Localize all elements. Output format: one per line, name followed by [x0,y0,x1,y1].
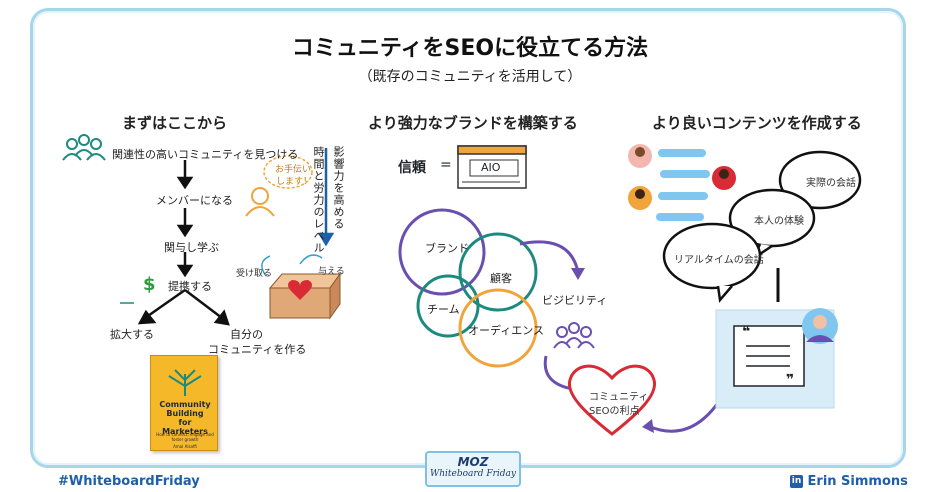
heart-text-1: コミュニティ [589,392,649,403]
circle-brand-label: ブランド [425,242,469,255]
chat-line-2 [660,170,710,178]
branch-own-line2: コミュニティを作る [208,343,307,356]
bubble-real-conversation [778,150,862,210]
chat-line-4 [656,213,704,221]
book-cover: Community Building for Marketers How to … [150,355,218,451]
speech-text-1: お手伝い [275,165,312,175]
content-to-heart-arrow [647,399,722,433]
badge-subtitle: Whiteboard Friday [430,469,516,479]
circle-audience-label: オーディエンス [468,324,545,337]
moz-logo: MOZ [457,455,489,469]
equals-sign: = [440,157,452,173]
step-engage-learn: 関与し学ぶ [164,241,219,254]
circle-team-label: チーム [427,303,460,316]
avatar-2 [712,166,736,190]
gift-box-icon [268,272,341,320]
page-title: コミュニティをSEOに役立てる方法 [291,36,649,61]
step-find-community: 関連性の高いコミュニティを見つける [112,148,299,161]
author-name: Erin Simmons [807,474,908,489]
community-people-icon [62,134,106,161]
heart-icon [567,364,657,436]
linkedin-icon: in [790,475,803,488]
help-speech-bubble [263,155,313,189]
aio-label: AIO [481,161,501,174]
moz-badge: MOZ Whiteboard Friday [425,451,521,487]
receive-arrow [261,255,271,277]
give-arrow [299,254,323,265]
circle-audience [458,288,538,368]
visibility-label: ビジビリティ [542,294,608,307]
chat-line-3 [658,192,708,200]
author-avatar [802,308,838,344]
heading-better-content: より良いコンテンツを作成する [652,114,862,132]
book-title: Community Building for Marketers [159,400,211,436]
flow-arrows [137,160,230,326]
chat-line-1 [658,149,706,157]
book-subtitle: How to connect, engage and foster growth [156,432,214,442]
circle-customer [458,232,538,312]
branch-own-line1: 自分の [230,328,263,341]
branch-expand: 拡大する [110,328,154,341]
bubble-label-experience: 本人の体験 [754,216,804,227]
page-subtitle: （既存のコミュニティを活用して） [358,69,582,85]
box-give-label: 与える [318,267,345,277]
heading-stronger-brand: より強力なブランドを構築する [368,114,578,132]
quote-open-icon: ❝ [742,324,751,340]
speech-text-2: します！ [276,177,313,187]
trust-label: 信頼 [398,160,426,176]
vertical-influence: 影響力を高める [332,146,345,230]
visibility-arrow [519,240,580,273]
bubble-label-real: 実際の会話 [806,178,856,189]
step-partner: 提携する [168,280,212,293]
tree-icon [168,369,202,396]
book-author: Amal Alsaffi [173,444,197,449]
heading-start-here: まずはここから [122,114,228,132]
author-credit: in Erin Simmons [790,474,908,489]
bubble-realtime [662,222,762,290]
people-group-icon [553,322,595,349]
heart-text-2: SEOの利点 [589,406,640,417]
avatar-3 [628,186,652,210]
quote-close-icon: ❞ [786,372,795,388]
box-receive-label: 受け取る [236,269,273,279]
hashtag-label: #WhiteboardFriday [58,474,200,489]
step-become-member: メンバーになる [156,194,233,207]
vertical-effort: 時間と労力のレベル [312,146,325,254]
bubble-label-realtime: リアルタイムの会話 [674,255,764,266]
dollar-icon: $ [143,274,156,295]
influence-arrow [317,148,335,247]
avatar-1 [628,144,652,168]
circle-customer-label: 顧客 [490,272,512,285]
circle-team [416,274,480,338]
browser-window-icon [457,145,527,189]
circle-brand [398,208,486,296]
helper-person-icon [245,187,275,217]
